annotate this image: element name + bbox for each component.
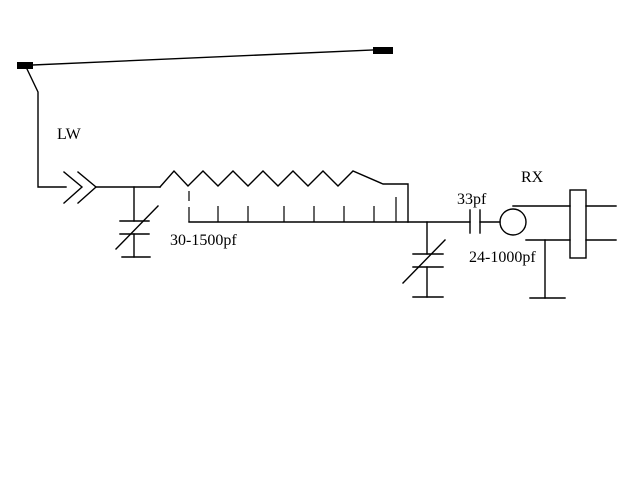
tapped-coil: [159, 169, 471, 223]
coupling-cap-label: 33pf: [457, 191, 487, 208]
long-wire-antenna: [17, 47, 393, 188]
variable-arrow: [402, 239, 446, 284]
antenna-downlead: [26, 68, 67, 188]
antenna-end-insulator-right: [373, 47, 393, 54]
tuning-cap-label: 30-1500pf: [170, 232, 237, 249]
coax-center-ring: [499, 208, 527, 236]
receiver-connector-body: [569, 189, 587, 259]
antenna-connector: [63, 171, 98, 204]
coil-zigzag: [159, 169, 409, 223]
coax-connector: [499, 205, 571, 299]
tuning-variable-capacitor: [115, 186, 159, 258]
antenna-wire: [32, 49, 374, 66]
output-variable-capacitor: [402, 221, 446, 298]
receiver-label: RX: [521, 169, 544, 186]
receiver-block: [569, 189, 617, 259]
antenna-label: LW: [57, 126, 82, 143]
output-cap-label: 24-1000pf: [469, 249, 536, 266]
coupling-capacitor: [469, 209, 501, 234]
antenna-end-insulator-left: [17, 62, 33, 69]
variable-arrow: [115, 205, 159, 250]
